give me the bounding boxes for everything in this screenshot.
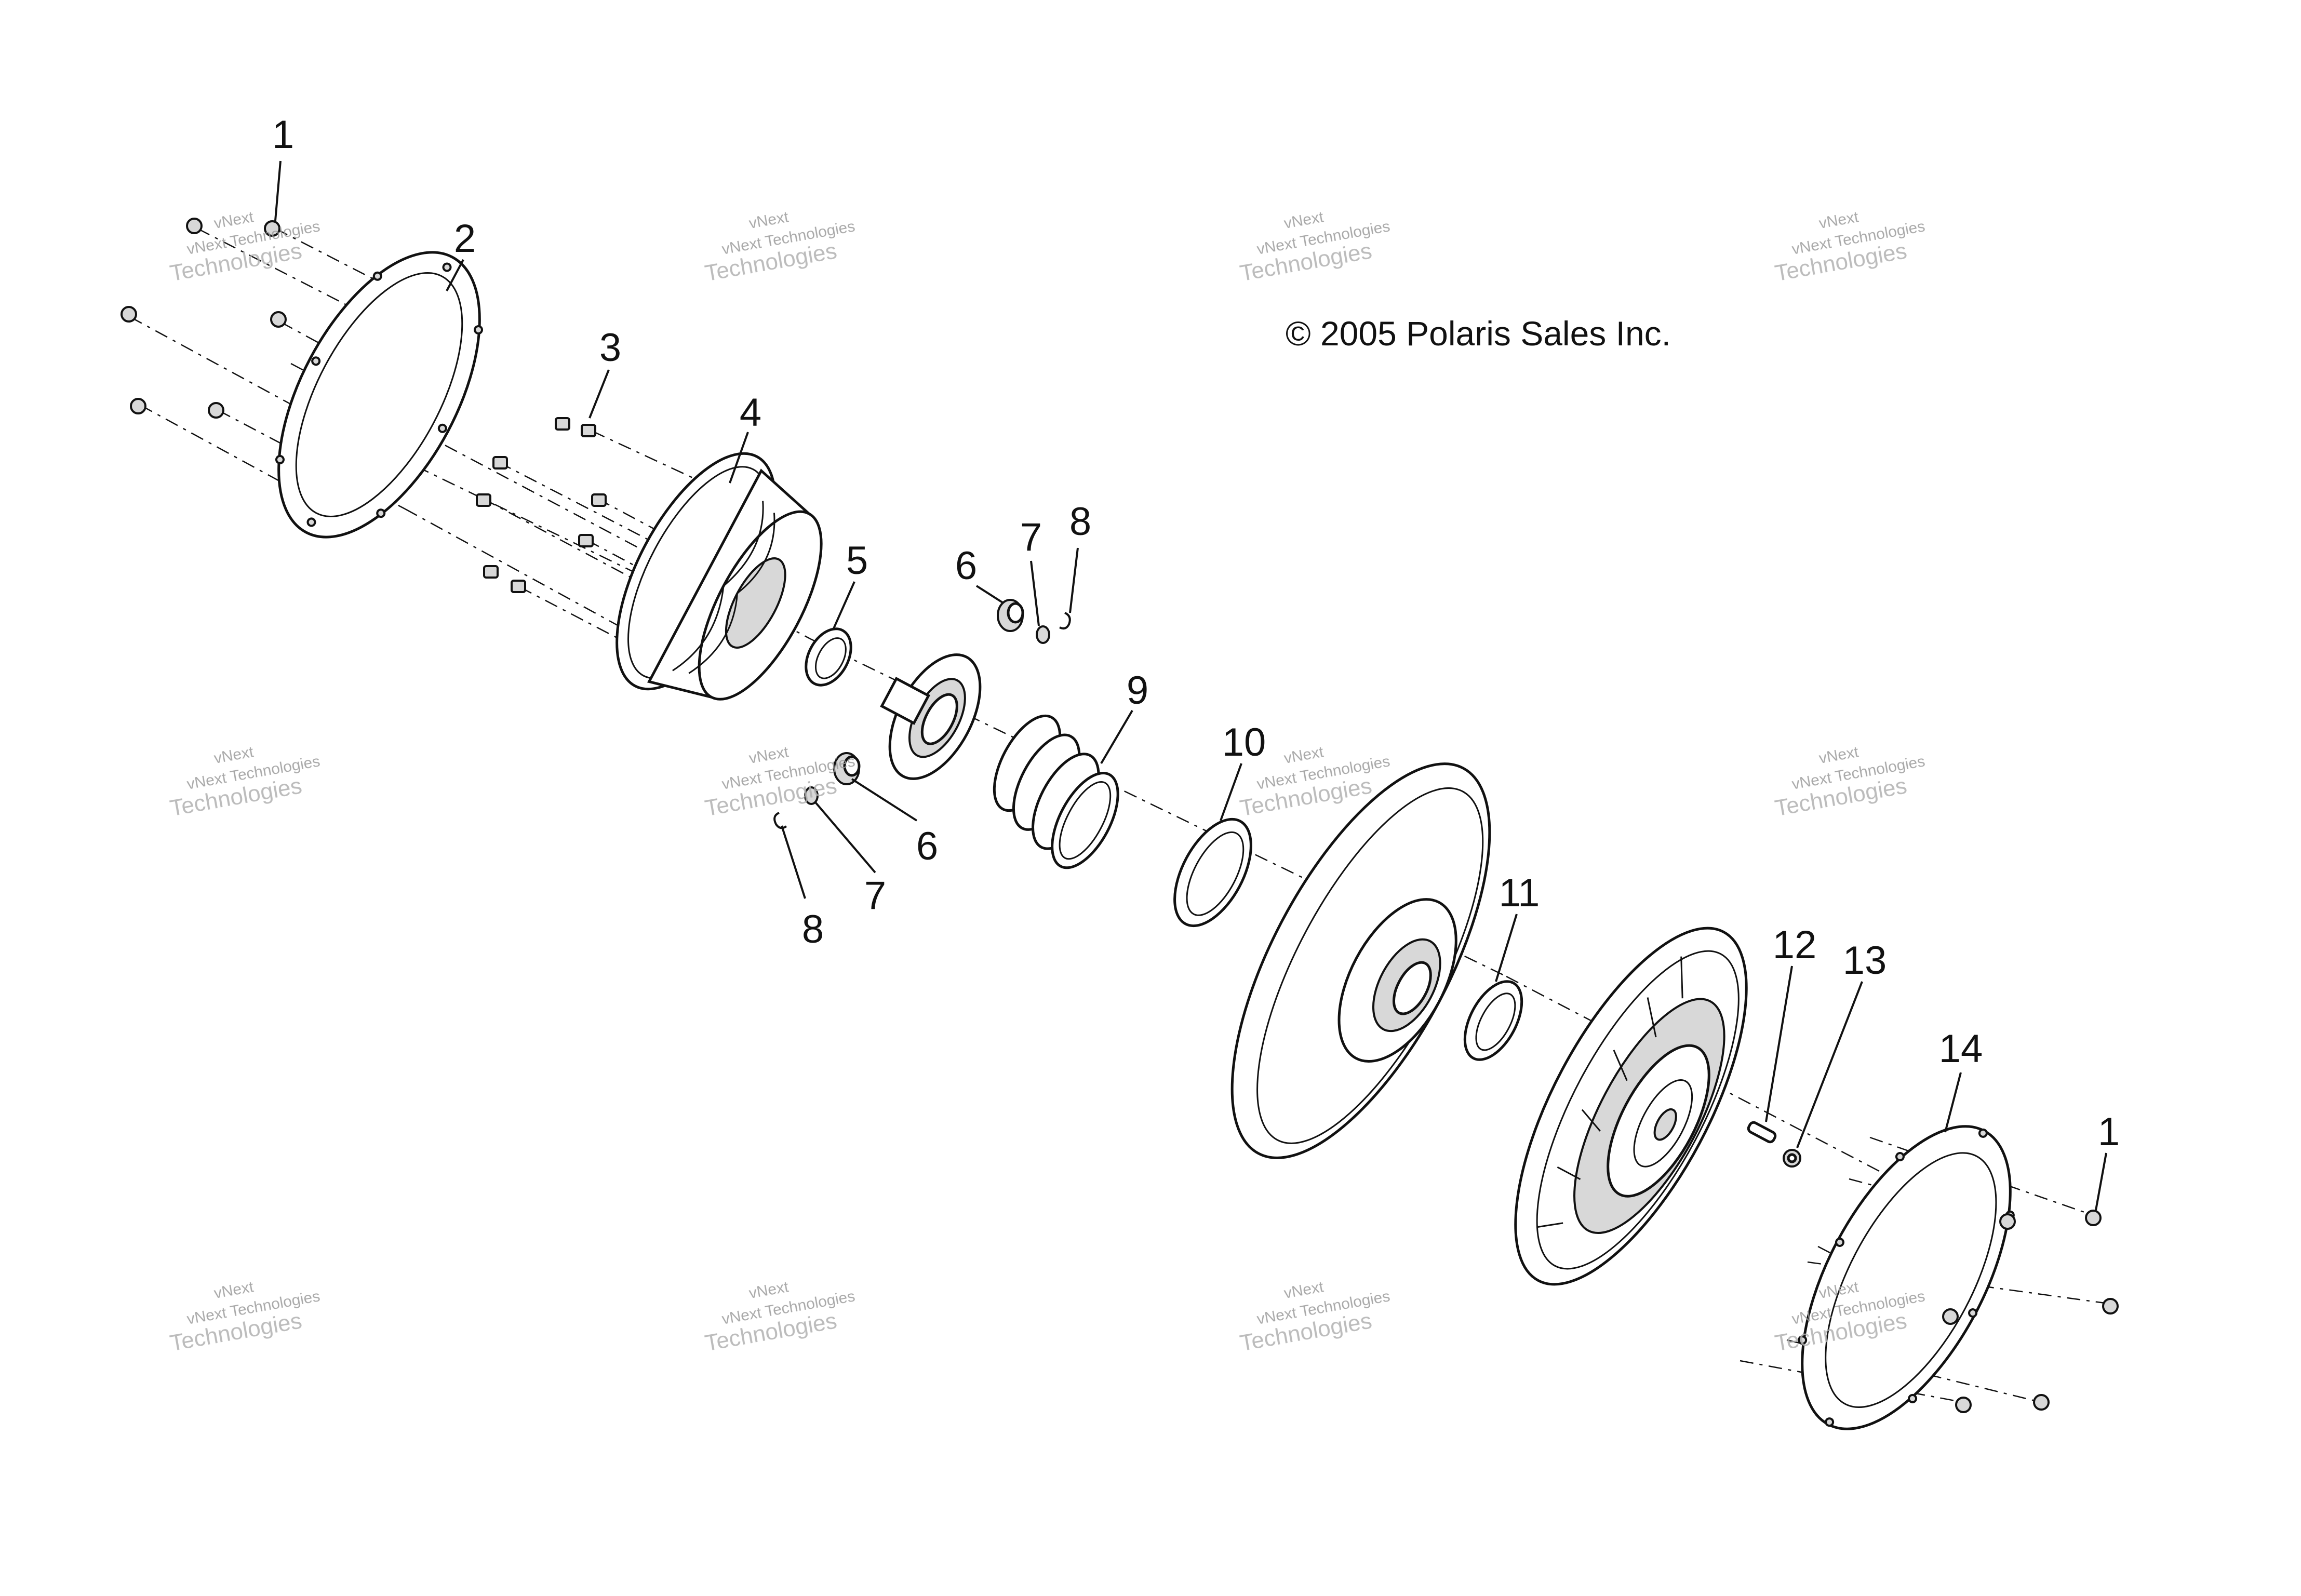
callout-1-top: 1	[272, 113, 294, 157]
watermark: vNext vNext Technologies Technologies	[168, 743, 321, 821]
callout-labels: 1 2 3 4 5 6 7 8 9 10 6 7 8 11 12 13 14 1	[272, 113, 2120, 1154]
svg-text:vNext: vNext	[1817, 208, 1860, 232]
callout-4: 4	[740, 391, 761, 435]
callout-8-lower: 8	[802, 907, 824, 951]
svg-text:vNext: vNext	[212, 1278, 255, 1302]
callout-13: 13	[1843, 938, 1887, 983]
watermark: vNext vNext Technologies Technologies	[1238, 1278, 1391, 1356]
washer-upper	[1036, 625, 1050, 644]
svg-text:vNext: vNext	[1282, 743, 1325, 767]
moveable-sheave-hub	[880, 653, 982, 780]
bolts-left	[121, 218, 287, 419]
callout-7-lower: 7	[864, 874, 886, 918]
svg-text:vNext: vNext	[1282, 208, 1325, 232]
callout-6-lower: 6	[916, 824, 938, 868]
screw-leader-lines	[483, 430, 738, 650]
copyright-notice: © 2005 Polaris Sales Inc.	[1286, 314, 1671, 353]
svg-text:vNext: vNext	[747, 208, 790, 232]
svg-text:vNext: vNext	[212, 743, 255, 767]
spring-seat-washer	[1173, 817, 1252, 928]
bolts-right	[1942, 1210, 2119, 1413]
svg-text:vNext: vNext	[1817, 743, 1860, 767]
callout-14: 14	[1939, 1027, 1983, 1071]
bushing	[805, 627, 852, 687]
roller-upper	[997, 599, 1024, 632]
watermark: vNext vNext Technologies Technologies	[168, 1278, 321, 1356]
clip-lower	[773, 812, 787, 829]
outer-cover-plate	[275, 251, 484, 539]
callout-7-upper: 7	[1020, 515, 1042, 559]
svg-text:vNext: vNext	[747, 743, 790, 767]
callout-1-right: 1	[2098, 1110, 2120, 1154]
callout-12: 12	[1773, 923, 1817, 967]
stationary-sheave	[1230, 762, 1491, 1159]
callout-2: 2	[454, 217, 476, 261]
svg-text:vNext: vNext	[212, 208, 255, 232]
callout-6-upper: 6	[955, 544, 977, 588]
clip-upper	[1059, 612, 1071, 629]
svg-text:vNext: vNext	[747, 1278, 790, 1302]
roller-lower	[833, 752, 861, 785]
watermark: vNext vNext Technologies Technologies	[703, 208, 856, 286]
callout-8-upper: 8	[1069, 500, 1091, 544]
driven-housing	[616, 452, 823, 701]
watermark: vNext vNext Technologies Technologies	[1773, 208, 1926, 286]
pin	[1747, 1121, 1777, 1144]
callout-leaders	[274, 160, 2107, 1211]
watermark: vNext vNext Technologies Technologies	[168, 208, 321, 286]
washer-lower	[804, 786, 819, 805]
callout-3: 3	[599, 326, 621, 370]
callout-10: 10	[1222, 720, 1266, 765]
spring	[993, 714, 1119, 869]
watermark: vNext vNext Technologies Technologies	[1238, 208, 1391, 286]
callout-11: 11	[1499, 871, 1540, 915]
screws	[476, 417, 607, 593]
svg-text:vNext: vNext	[1282, 1278, 1325, 1302]
watermark: vNext vNext Technologies Technologies	[703, 1278, 856, 1356]
callout-9: 9	[1127, 668, 1148, 713]
outer-cover-ring-right	[1798, 1125, 2015, 1430]
nut	[1783, 1149, 1801, 1168]
callout-5: 5	[846, 539, 868, 583]
watermark: vNext vNext Technologies Technologies	[1773, 743, 1926, 821]
helix-cam	[1514, 927, 1748, 1286]
thrust-washer	[1463, 980, 1523, 1061]
